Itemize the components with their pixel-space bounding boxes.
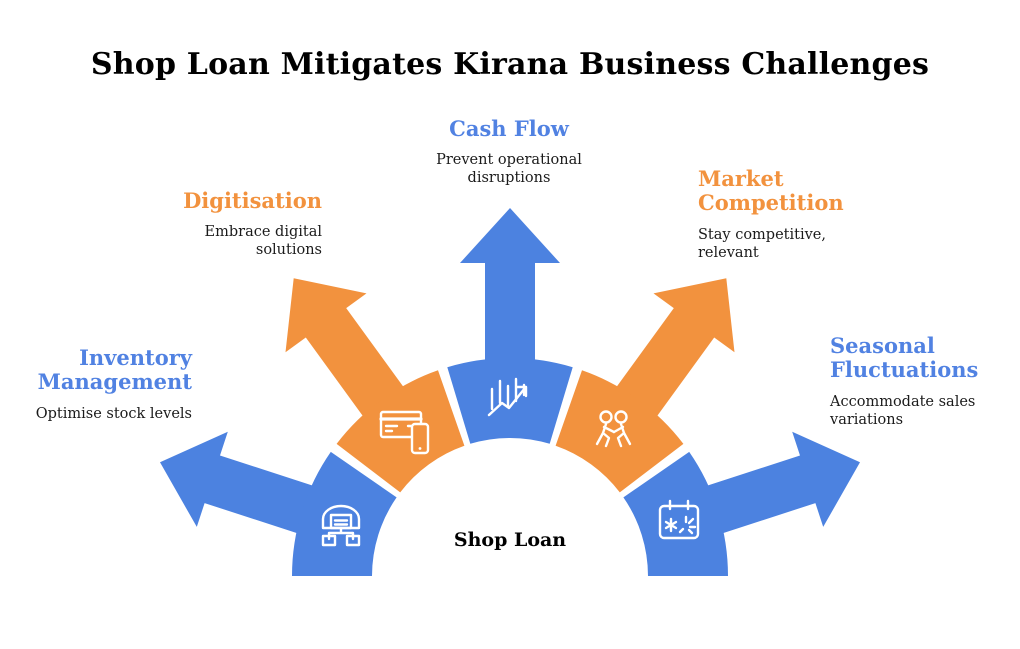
inventory-management-description: Optimise stock levels — [35, 405, 192, 422]
seasonal-fluctuations-wedge — [623, 451, 728, 576]
seasonal-fluctuations-description: Accommodate sales variations — [830, 393, 976, 428]
seasonal-fluctuations-label: Seasonal Fluctuations Accommodate sales … — [830, 333, 1006, 430]
page-title: Shop Loan Mitigates Kirana Business Chal… — [90, 47, 930, 82]
market-competition-label: Market Competition Stay competitive, rel… — [698, 166, 858, 263]
inventory-management-label: Inventory Management Optimise stock leve… — [30, 345, 192, 424]
market-competition-wedge — [555, 370, 684, 493]
cash-flow-label: Cash Flow Prevent operational disruption… — [409, 116, 609, 188]
digitisation-label: Digitisation Embrace digital solutions — [162, 188, 322, 260]
event-calendar-icon — [658, 499, 700, 540]
market-competition-description: Stay competitive, relevant — [698, 226, 826, 261]
cash-flow-description: Prevent operational disruptions — [436, 152, 582, 187]
market-competition-heading: Market Competition — [698, 166, 844, 216]
digitisation-heading: Digitisation — [183, 188, 322, 213]
shop-loan-center-label: Shop Loan — [453, 529, 567, 551]
digitisation-wedge — [336, 370, 465, 493]
card-and-phone-icon — [379, 410, 430, 455]
inventory-management-heading: Inventory Management — [37, 345, 192, 395]
inventory-arrow — [160, 431, 323, 537]
growth-chart-icon — [487, 377, 528, 417]
seasonal-fluctuations-arrow — [697, 431, 860, 537]
cash-flow-wedge — [447, 357, 573, 444]
seasonal-fluctuations-heading: Seasonal Fluctuations — [830, 333, 979, 383]
competing-people-icon — [595, 410, 632, 448]
cash-flow-heading: Cash Flow — [449, 116, 569, 141]
cash-flow-arrow — [460, 208, 560, 371]
warehouse-distribution-icon — [321, 504, 361, 547]
digitisation-arrow — [285, 278, 410, 425]
market-competition-arrow — [610, 278, 735, 425]
digitisation-description: Embrace digital solutions — [204, 224, 322, 259]
